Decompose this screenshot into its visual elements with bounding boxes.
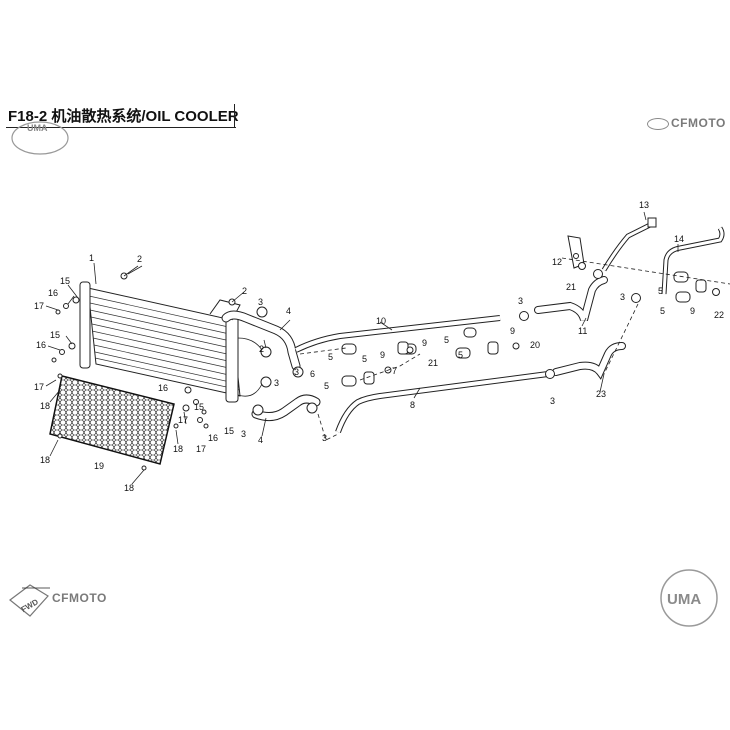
callout-12: 12	[552, 257, 562, 267]
fwd-arrow-icon: FWD	[9, 584, 50, 617]
callout-16: 16	[158, 383, 168, 393]
callout-21: 21	[566, 282, 576, 292]
callout-3: 3	[274, 378, 279, 388]
callout-6: 6	[310, 369, 315, 379]
callout-13: 13	[639, 200, 649, 210]
pipe-10	[294, 315, 501, 353]
callout-4: 4	[258, 435, 263, 445]
callout-14: 14	[674, 234, 684, 244]
callout-15: 15	[224, 426, 234, 436]
title-underline	[6, 127, 236, 128]
diagram-title: F18-2 机油散热系统/OIL COOLER	[8, 108, 239, 125]
leader-lines	[45, 211, 679, 485]
hose-23	[552, 342, 626, 380]
callout-16: 16	[48, 288, 58, 298]
radiator-mesh-guard	[49, 375, 175, 465]
callout-2: 2	[242, 286, 247, 296]
callout-17: 17	[34, 382, 44, 392]
callout-2: 2	[259, 344, 264, 354]
callout-18: 18	[40, 455, 50, 465]
brand-mark-icon	[647, 117, 669, 130]
brand-text-bottom: CFMOTO	[52, 591, 107, 605]
callout-5: 5	[324, 381, 329, 391]
pipe-8	[335, 371, 549, 434]
callout-18: 18	[124, 483, 134, 493]
hose-upper-4	[221, 310, 301, 371]
callout-3: 3	[550, 396, 555, 406]
uma-badge-text-bottom: UMA	[667, 591, 701, 608]
callout-5: 5	[658, 286, 663, 296]
callout-15: 15	[194, 402, 204, 412]
callout-5: 5	[362, 354, 367, 364]
callout-17: 17	[178, 415, 188, 425]
pipe-13	[601, 217, 657, 272]
callout-5: 5	[660, 306, 665, 316]
callout-9: 9	[422, 338, 427, 348]
hose-11	[534, 276, 608, 322]
callout-9: 9	[380, 350, 385, 360]
callout-23: 23	[596, 389, 606, 399]
fwd-text: FWD	[20, 597, 40, 614]
callout-16: 16	[208, 433, 218, 443]
uma-badge-bottom-right: UMA	[660, 569, 718, 627]
callout-17: 17	[196, 444, 206, 454]
callout-4: 4	[286, 306, 291, 316]
callout-17: 17	[34, 301, 44, 311]
brand-logo-top-right: CFMOTO	[647, 116, 726, 130]
callout-2: 2	[137, 254, 142, 264]
callout-5: 5	[458, 350, 463, 360]
callout-21: 21	[428, 358, 438, 368]
brand-logo-bottom-left: CFMOTO	[52, 591, 107, 605]
callout-16: 16	[36, 340, 46, 350]
callout-3: 3	[518, 296, 523, 306]
callout-3: 3	[620, 292, 625, 302]
callout-19: 19	[94, 461, 104, 471]
callout-20: 20	[530, 340, 540, 350]
callout-15: 15	[50, 330, 60, 340]
brand-text: CFMOTO	[671, 116, 726, 130]
callout-5: 5	[444, 335, 449, 345]
callout-1: 1	[89, 253, 94, 263]
callout-3: 3	[322, 433, 327, 443]
uma-badge-text: UMA	[27, 123, 48, 133]
fasteners	[51, 265, 245, 471]
callout-10: 10	[376, 316, 386, 326]
callout-22: 22	[714, 310, 724, 320]
pipe-14	[661, 226, 725, 295]
title-rule	[234, 104, 235, 128]
assembly-dashed-lines	[299, 257, 730, 441]
oil-cooler-radiator	[79, 281, 272, 403]
callout-3: 3	[241, 429, 246, 439]
callout-labels: 1 2 2 2 15 16 17 15 16 17 18 18 18 18 19…	[34, 200, 724, 493]
callout-3: 3	[258, 297, 263, 307]
callout-11: 11	[578, 326, 587, 336]
hose-clamps	[252, 262, 720, 416]
hose-lower-4	[251, 394, 321, 422]
callout-9: 9	[510, 326, 515, 336]
callout-5: 5	[328, 352, 333, 362]
callout-18: 18	[173, 444, 183, 454]
uma-badge-top-left: UMA	[11, 121, 69, 155]
callout-9: 9	[690, 306, 695, 316]
callout-18: 18	[40, 401, 50, 411]
callout-15: 15	[60, 276, 70, 286]
callout-7: 7	[392, 366, 397, 376]
callout-8: 8	[410, 400, 415, 410]
callout-3: 3	[294, 367, 299, 377]
grommet-cluster	[341, 271, 707, 387]
